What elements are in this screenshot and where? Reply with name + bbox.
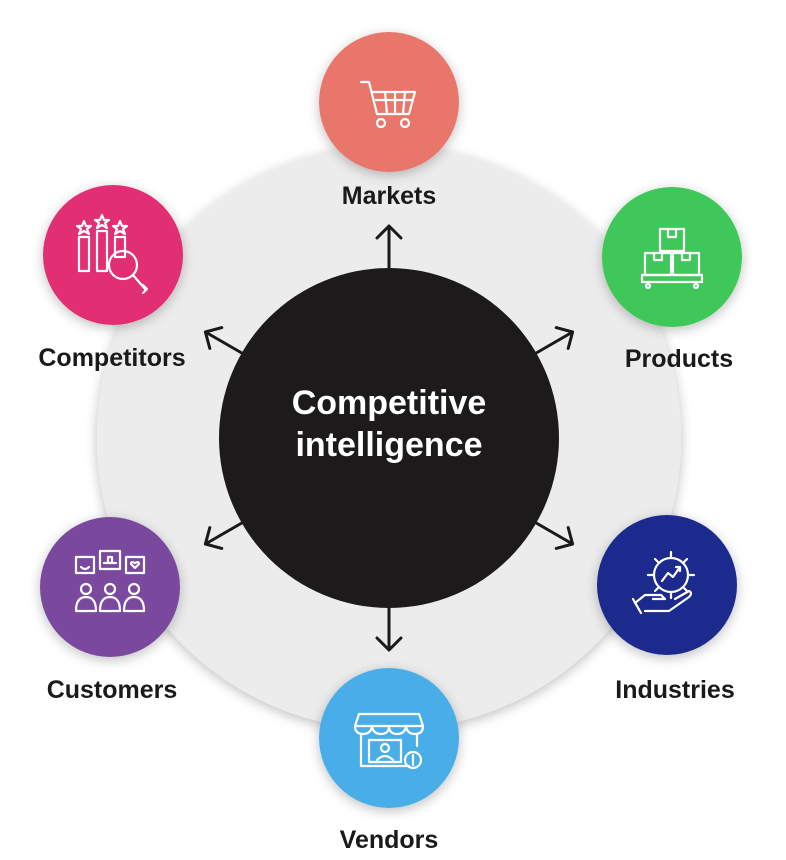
markets-circle <box>319 32 459 172</box>
storefront-icon <box>353 712 425 770</box>
gear-growth-hand-icon <box>631 550 696 615</box>
boxes-pallet-icon <box>640 227 704 290</box>
arrow-up <box>375 224 403 270</box>
arrow-up-left <box>203 326 244 355</box>
center-title-line-1: Competitive <box>292 384 487 422</box>
shopping-cart-icon <box>359 80 417 129</box>
industries-circle <box>597 515 737 655</box>
center-title-line-2: intelligence <box>295 426 482 464</box>
node-competitors: Competitors <box>38 185 186 372</box>
industries-label: Industries <box>615 676 734 704</box>
node-industries: Industries <box>597 515 737 704</box>
markets-label: Markets <box>342 182 437 210</box>
node-customers: Customers <box>40 517 180 704</box>
node-vendors: Vendors <box>319 668 459 854</box>
products-label: Products <box>625 345 733 373</box>
arrow-up-right <box>534 326 575 355</box>
customers-label: Customers <box>47 676 178 704</box>
node-products: Products <box>602 187 742 373</box>
arrow-down-right <box>534 521 575 550</box>
arrow-down <box>375 606 403 652</box>
arrows <box>203 224 575 652</box>
competitors-label: Competitors <box>38 344 185 372</box>
node-markets: Markets <box>319 32 459 210</box>
center-circle <box>219 268 559 608</box>
people-feedback-icon <box>74 549 146 613</box>
vendors-label: Vendors <box>340 826 439 854</box>
customers-circle <box>40 517 180 657</box>
vendors-circle <box>319 668 459 808</box>
arrow-down-left <box>203 521 244 550</box>
chart-magnifier-icon <box>75 213 149 295</box>
